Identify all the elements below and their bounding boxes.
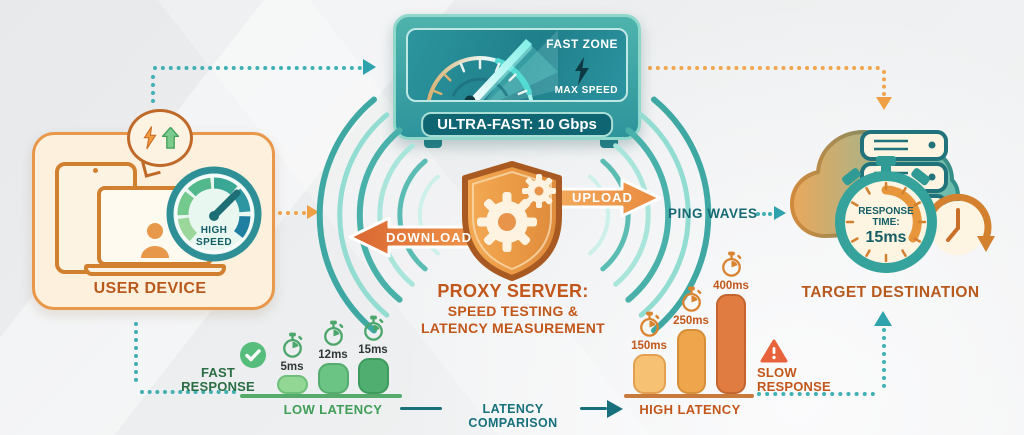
latency-bar-high-2: 250ms <box>673 286 709 394</box>
latency-bar <box>357 358 389 394</box>
arrowhead-up-icon <box>874 311 892 326</box>
low-latency-label: LOW LATENCY <box>283 402 383 417</box>
connector-device-to-latency <box>134 322 138 382</box>
latency-bar <box>716 294 746 394</box>
ping-waves-graphic <box>316 96 712 334</box>
latency-bar-low-2: 12ms <box>316 320 350 394</box>
gear-icon <box>477 174 556 252</box>
stopwatch-icon <box>362 315 385 342</box>
fast-zone-label: FAST ZONE <box>546 37 618 51</box>
bar-value: 400ms <box>713 280 749 292</box>
response-line2: TIME: <box>872 217 900 229</box>
connector-device-to-latency <box>140 390 236 394</box>
high-speed-gauge-label: HIGH SPEED <box>166 225 262 248</box>
max-speed-label: MAX SPEED <box>554 85 618 96</box>
proxy-caption: PROXY SERVER: SPEED TESTING & LATENCY ME… <box>398 281 628 336</box>
bar-value: 12ms <box>318 349 348 361</box>
connector-device-to-panel <box>151 75 155 103</box>
proxy-title: PROXY SERVER: <box>437 281 589 301</box>
stopwatch-icon <box>638 311 661 338</box>
laptop-base-icon <box>84 264 226 276</box>
slow-response-label: SLOW RESPONSE <box>757 365 867 395</box>
high-speed-gauge <box>166 166 262 262</box>
download-label: DOWNLOAD <box>386 230 472 245</box>
comparison-line-left <box>400 407 442 410</box>
user-device-label: USER DEVICE <box>93 280 207 297</box>
high-latency-label: HIGH LATENCY <box>639 402 741 417</box>
latency-bar-high-3: 400ms <box>713 251 749 394</box>
speedometer-screen: FAST ZONE MAX SPEED <box>406 28 628 102</box>
fast-response-label: FAST RESPONSE <box>168 365 268 395</box>
upload-arrow <box>550 178 662 218</box>
fast-response-line1: FAST <box>200 365 236 380</box>
connector-latency-to-target <box>757 392 875 396</box>
speedometer-gauge <box>427 30 558 100</box>
arrowhead-right-icon <box>307 205 319 219</box>
speed-test-panel: FAST ZONE MAX SPEED ULTRA-FAST: 10 Gbps <box>393 14 641 140</box>
low-latency-baseline <box>240 394 402 398</box>
response-line1: RESPONSE <box>858 206 914 217</box>
check-circle-icon <box>240 342 266 368</box>
bar-value: 250ms <box>673 315 709 327</box>
slow-response-line2: RESPONSE <box>757 379 831 395</box>
arrowhead-right-icon <box>774 206 786 220</box>
bar-value: 150ms <box>631 340 667 352</box>
gear-icon <box>522 174 556 208</box>
latency-bar <box>632 354 666 394</box>
latency-bar-low-3: 15ms <box>356 315 390 394</box>
proxy-shield-icon <box>462 161 562 281</box>
proxy-subtitle-2: LATENCY MEASUREMENT <box>420 320 606 336</box>
latency-bar <box>676 329 706 394</box>
response-stopwatch-icon <box>835 156 937 273</box>
connector-device-to-panel <box>153 66 362 70</box>
user-avatar-icon <box>141 223 169 258</box>
gauge-label-line2: SPEED <box>196 236 232 248</box>
latency-comparison-label: LATENCY COMPARISON <box>468 402 558 430</box>
latency-bar-high-1: 150ms <box>631 311 667 394</box>
stopwatch-icon <box>281 332 304 359</box>
fast-response-line2: RESPONSE <box>181 379 255 395</box>
connector-panel-to-target <box>648 66 880 70</box>
latency-bar-low-1: 5ms <box>275 332 309 394</box>
panel-leg <box>600 139 618 148</box>
speed-badge: ULTRA-FAST: 10 Gbps <box>421 112 613 137</box>
lightning-bolt-icon <box>575 57 589 85</box>
response-time-readout: RESPONSE TIME: 15ms <box>836 206 936 247</box>
speed-speech-bubble <box>127 109 193 167</box>
stopwatch-icon <box>720 251 743 278</box>
response-value: 15ms <box>865 229 907 247</box>
comparison-line-right <box>580 407 607 410</box>
arrowhead-right-icon <box>363 59 376 75</box>
panel-leg <box>424 139 442 148</box>
proxy-subtitle-1: SPEED TESTING & <box>447 303 579 319</box>
warning-icon <box>760 339 788 363</box>
latency-bar <box>317 363 349 394</box>
connector-ping-waves <box>756 212 772 216</box>
up-arrow-icon <box>161 127 179 149</box>
arrowhead-right-icon <box>607 400 623 418</box>
bar-value: 15ms <box>358 344 388 356</box>
high-latency-baseline <box>624 394 754 398</box>
tablet-camera-dot <box>93 168 98 173</box>
slow-response-line1: SLOW <box>757 365 797 380</box>
arrowhead-down-icon <box>876 97 892 110</box>
upload-label: UPLOAD <box>572 190 633 205</box>
stopwatch-icon <box>680 286 703 313</box>
ping-waves-label: PING WAVES <box>668 206 758 221</box>
target-destination-label: TARGET DESTINATION <box>801 284 980 301</box>
connector-latency-to-target <box>882 328 886 388</box>
lightning-bolt-icon <box>142 125 157 149</box>
stopwatch-icon <box>322 320 345 347</box>
gauge-label-line1: HIGH <box>200 225 228 236</box>
connector-device-to-shield <box>278 211 306 215</box>
bar-value: 5ms <box>280 361 304 373</box>
connector-panel-to-target <box>882 70 886 96</box>
latency-bar <box>276 375 308 394</box>
